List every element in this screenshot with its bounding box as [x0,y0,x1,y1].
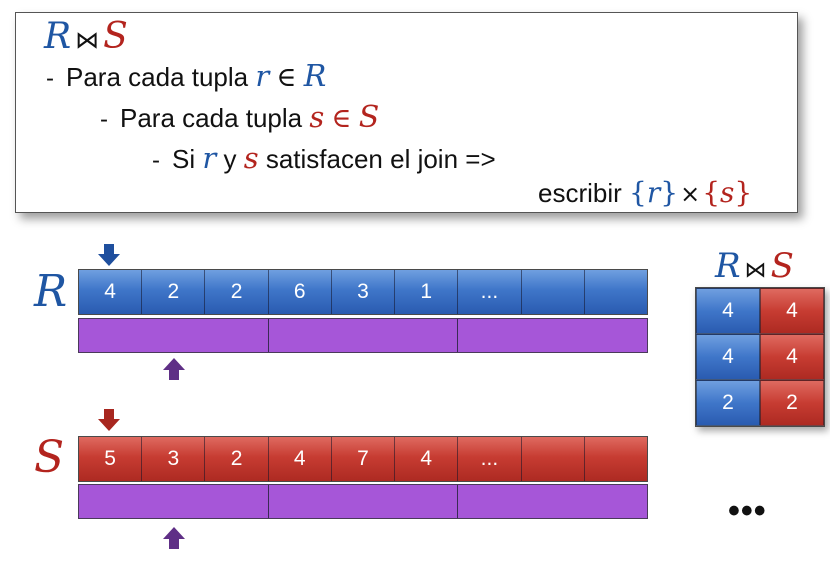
s-block [79,485,268,518]
s-block-pointer-arrow-icon [163,527,185,549]
algorithm-line-4: escribir {r}×{s} [538,176,752,209]
s-tuple-cell: ... [457,437,520,481]
result-row: 4 4 [696,334,824,380]
title-relation-s: S [103,16,128,57]
r-tuple-cell [583,270,647,314]
result-title-r: R [715,246,741,286]
result-cell-r: 4 [696,288,760,334]
s-tuple-cell: 3 [141,437,204,481]
line3-var-s: s [243,141,259,175]
relation-s-label: S [34,432,65,483]
algorithm-box: R⋈S -Para cada tupla r ∈ R -Para cada tu… [15,12,798,213]
r-tuple-cell [520,270,584,314]
s-tuple-cell: 2 [204,437,267,481]
line3-y: y [223,144,237,174]
s-block [457,485,647,518]
relation-s-blocks [78,484,648,519]
line1-text: Para cada tupla [66,62,249,92]
line2-dash: - [100,106,108,133]
result-cell-s: 4 [760,334,824,380]
r-tuple-cell: ... [457,270,520,314]
s-tuple-cell [583,437,647,481]
line4-times: × [680,180,701,208]
result-more-ellipsis: ••• [728,492,767,530]
line4-open-brace-s: { [702,176,721,209]
algorithm-line-3: -Si r y s satisfacen el join => [152,141,496,175]
result-cell-s: 2 [760,380,824,426]
algorithm-line-2: -Para cada tupla s ∈ S [100,100,379,135]
result-title: R⋈S [715,246,794,286]
result-row: 4 4 [696,288,824,334]
line1-dash: - [46,65,54,92]
line1-element-of: ∈ [276,62,297,93]
s-tuple-cell: 4 [267,437,331,481]
r-block [267,319,458,352]
s-tuple-cell: 4 [394,437,457,481]
result-cell-r: 2 [696,380,760,426]
result-cell-s: 4 [760,288,824,334]
line1-rel-r: R [303,59,327,94]
s-block [267,485,458,518]
line4-text: escribir [538,178,622,208]
r-tuple-cell: 2 [141,270,204,314]
r-block [79,319,268,352]
line4-var-s: s [720,176,735,209]
r-tuple-cell: 2 [204,270,267,314]
line3-rest: satisfacen el join => [265,144,496,174]
title-relation-r: R [44,16,72,57]
r-tuple-cell: 4 [104,280,116,303]
algorithm-line-1: -Para cada tupla r ∈ R [46,59,326,94]
r-pointer-arrow-icon [98,244,120,266]
result-cell-r: 4 [696,334,760,380]
r-tuple-cell: 1 [394,270,457,314]
join-symbol: ⋈ [75,26,100,54]
result-table: 4 4 4 4 2 2 [695,287,825,427]
relation-r-blocks [78,318,648,353]
result-title-s: S [770,246,794,286]
line2-element-of: ∈ [331,103,352,134]
s-pointer-arrow-icon [98,409,120,431]
s-tuple-cell: 7 [330,437,394,481]
relation-r-tuples: 4 2 2 6 3 1 ... [78,269,648,315]
relation-r-label: R [34,266,68,317]
line2-text: Para cada tupla [120,103,303,133]
line3-dash: - [152,147,160,174]
line3-si: Si [172,144,196,174]
algorithm-title: R⋈S [44,15,128,57]
r-tuple-cell: 3 [330,270,394,314]
line2-rel-s: S [358,100,380,135]
result-join-symbol: ⋈ [744,258,767,283]
line4-close-brace-s: } [734,176,753,209]
relation-s-tuples: 5 3 2 4 7 4 ... [78,436,648,482]
result-row: 2 2 [696,380,824,426]
line3-var-r: r [202,141,217,175]
line2-var-s: s [309,100,325,134]
s-tuple-cell [520,437,584,481]
r-block [457,319,647,352]
s-tuple-cell: 5 [104,447,116,470]
line4-close-brace-r: } [660,176,679,209]
r-tuple-cell: 6 [267,270,331,314]
line4-var-r: r [646,176,661,209]
line1-var-r: r [255,59,270,93]
line4-open-brace-r: { [629,176,647,209]
r-block-pointer-arrow-icon [163,358,185,380]
